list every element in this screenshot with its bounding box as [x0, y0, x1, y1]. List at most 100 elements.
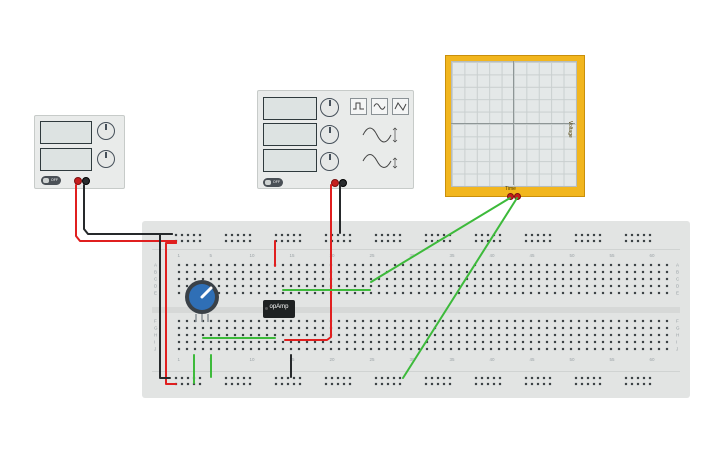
breadboard-hole[interactable]	[648, 233, 652, 237]
breadboard-hole[interactable]	[592, 239, 596, 243]
breadboard-hole[interactable]	[561, 333, 565, 337]
breadboard-hole[interactable]	[474, 382, 478, 386]
breadboard-hole[interactable]	[473, 326, 477, 330]
breadboard-hole[interactable]	[524, 376, 528, 380]
breadboard-hole[interactable]	[625, 319, 629, 323]
breadboard-hole[interactable]	[265, 270, 269, 274]
breadboard-hole[interactable]	[609, 263, 613, 267]
breadboard-hole[interactable]	[548, 376, 552, 380]
breadboard-hole[interactable]	[321, 277, 325, 281]
breadboard-hole[interactable]	[201, 277, 205, 281]
breadboard-hole[interactable]	[225, 326, 229, 330]
breadboard-hole[interactable]	[529, 270, 533, 274]
breadboard-hole[interactable]	[225, 284, 229, 288]
breadboard-hole[interactable]	[448, 239, 452, 243]
breadboard-hole[interactable]	[473, 270, 477, 274]
breadboard-hole[interactable]	[530, 233, 534, 237]
breadboard-hole[interactable]	[329, 319, 333, 323]
breadboard-hole[interactable]	[286, 376, 290, 380]
breadboard-hole[interactable]	[336, 233, 340, 237]
breadboard-hole[interactable]	[609, 340, 613, 344]
breadboard-hole[interactable]	[417, 291, 421, 295]
breadboard-hole[interactable]	[281, 263, 285, 267]
breadboard-hole[interactable]	[177, 263, 181, 267]
breadboard-hole[interactable]	[665, 347, 669, 351]
breadboard-hole[interactable]	[297, 319, 301, 323]
breadboard-hole[interactable]	[401, 291, 405, 295]
breadboard-hole[interactable]	[217, 347, 221, 351]
breadboard-hole[interactable]	[489, 319, 493, 323]
breadboard-hole[interactable]	[480, 376, 484, 380]
breadboard-hole[interactable]	[298, 382, 302, 386]
breadboard-hole[interactable]	[297, 340, 301, 344]
negative-terminal[interactable]	[82, 177, 90, 185]
breadboard-hole[interactable]	[633, 326, 637, 330]
breadboard-hole[interactable]	[609, 333, 613, 337]
breadboard-hole[interactable]	[369, 270, 373, 274]
breadboard-hole[interactable]	[593, 347, 597, 351]
breadboard-hole[interactable]	[393, 347, 397, 351]
breadboard-hole[interactable]	[481, 291, 485, 295]
breadboard-hole[interactable]	[321, 263, 325, 267]
breadboard-hole[interactable]	[193, 333, 197, 337]
breadboard-hole[interactable]	[505, 270, 509, 274]
breadboard-hole[interactable]	[598, 233, 602, 237]
breadboard-hole[interactable]	[561, 347, 565, 351]
breadboard-hole[interactable]	[337, 326, 341, 330]
breadboard-hole[interactable]	[481, 284, 485, 288]
breadboard-hole[interactable]	[385, 347, 389, 351]
positive-terminal[interactable]	[74, 177, 82, 185]
breadboard-hole[interactable]	[489, 340, 493, 344]
breadboard-hole[interactable]	[649, 277, 653, 281]
breadboard-hole[interactable]	[665, 319, 669, 323]
breadboard-hole[interactable]	[580, 382, 584, 386]
breadboard-hole[interactable]	[361, 284, 365, 288]
breadboard-hole[interactable]	[617, 270, 621, 274]
breadboard-hole[interactable]	[601, 291, 605, 295]
breadboard-hole[interactable]	[425, 340, 429, 344]
breadboard-hole[interactable]	[193, 326, 197, 330]
breadboard-hole[interactable]	[569, 277, 573, 281]
breadboard-hole[interactable]	[433, 270, 437, 274]
breadboard-hole[interactable]	[233, 340, 237, 344]
breadboard-hole[interactable]	[193, 263, 197, 267]
breadboard-hole[interactable]	[601, 263, 605, 267]
breadboard-hole[interactable]	[193, 340, 197, 344]
breadboard-hole[interactable]	[433, 263, 437, 267]
breadboard-hole[interactable]	[624, 376, 628, 380]
breadboard-hole[interactable]	[657, 263, 661, 267]
breadboard-hole[interactable]	[542, 239, 546, 243]
breadboard-hole[interactable]	[417, 284, 421, 288]
breadboard-hole[interactable]	[305, 284, 309, 288]
breadboard-hole[interactable]	[537, 277, 541, 281]
breadboard-hole[interactable]	[442, 239, 446, 243]
breadboard-hole[interactable]	[657, 347, 661, 351]
breadboard-hole[interactable]	[249, 326, 253, 330]
breadboard-hole[interactable]	[489, 333, 493, 337]
breadboard-hole[interactable]	[224, 376, 228, 380]
breadboard-hole[interactable]	[249, 277, 253, 281]
breadboard-hole[interactable]	[369, 291, 373, 295]
breadboard-hole[interactable]	[292, 239, 296, 243]
breadboard-hole[interactable]	[430, 382, 434, 386]
breadboard-hole[interactable]	[577, 284, 581, 288]
breadboard-hole[interactable]	[185, 284, 189, 288]
breadboard-hole[interactable]	[369, 284, 373, 288]
breadboard-hole[interactable]	[385, 270, 389, 274]
breadboard-hole[interactable]	[353, 270, 357, 274]
breadboard-hole[interactable]	[273, 291, 277, 295]
breadboard-hole[interactable]	[209, 277, 213, 281]
breadboard-hole[interactable]	[297, 347, 301, 351]
breadboard-hole[interactable]	[473, 347, 477, 351]
breadboard-hole[interactable]	[441, 270, 445, 274]
breadboard-hole[interactable]	[457, 347, 461, 351]
breadboard-hole[interactable]	[465, 270, 469, 274]
breadboard-hole[interactable]	[225, 291, 229, 295]
breadboard-hole[interactable]	[424, 239, 428, 243]
breadboard-hole[interactable]	[385, 319, 389, 323]
breadboard-hole[interactable]	[424, 382, 428, 386]
breadboard-hole[interactable]	[273, 319, 277, 323]
breadboard-hole[interactable]	[241, 340, 245, 344]
breadboard-hole[interactable]	[441, 277, 445, 281]
breadboard-hole[interactable]	[209, 270, 213, 274]
